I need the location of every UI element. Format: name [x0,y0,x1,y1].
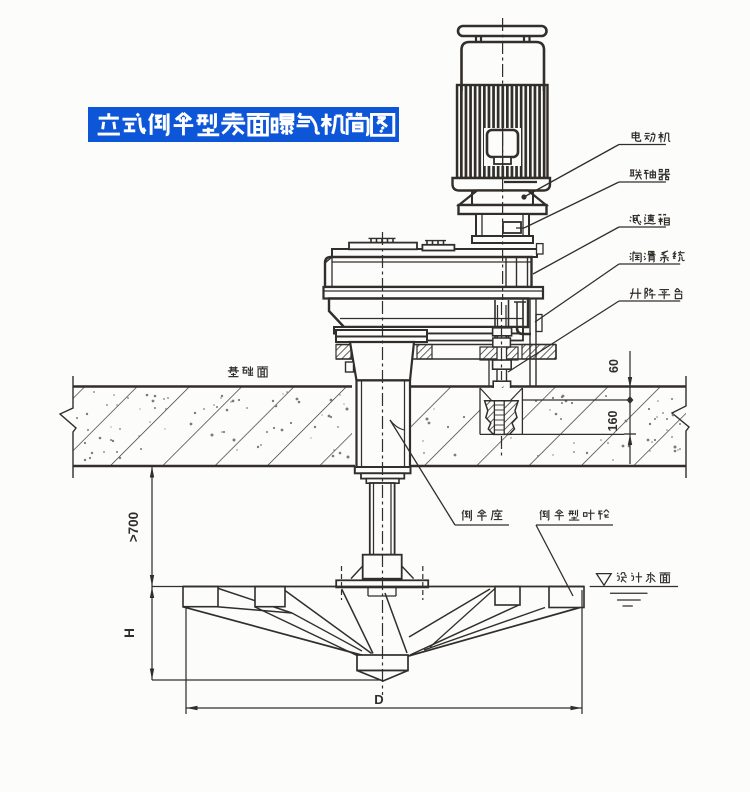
svg-text:>700: >700 [126,512,141,542]
svg-text:H: H [122,628,137,638]
svg-text:160: 160 [606,411,620,432]
svg-text:60: 60 [607,359,621,373]
svg-text:D: D [374,692,383,707]
